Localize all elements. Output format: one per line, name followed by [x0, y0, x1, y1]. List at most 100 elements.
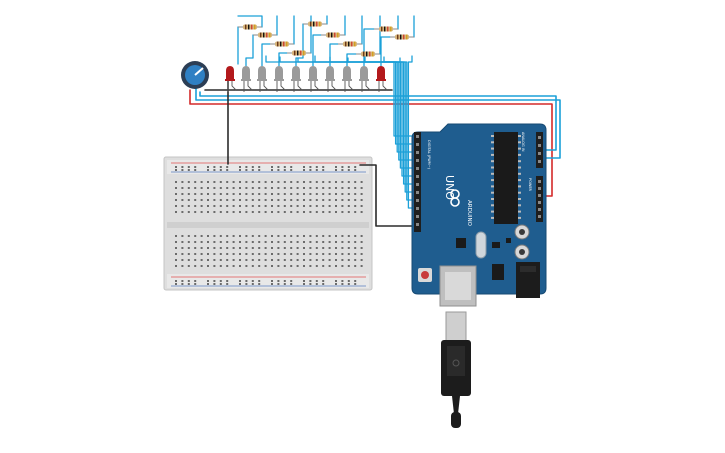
breadboard-hole[interactable] — [181, 235, 184, 237]
rail-hole[interactable] — [290, 280, 293, 282]
breadboard-hole[interactable] — [315, 205, 318, 207]
rail-hole[interactable] — [283, 280, 286, 282]
wire-ground-rail[interactable] — [204, 79, 393, 91]
rail-hole[interactable] — [347, 166, 350, 168]
breadboard-hole[interactable] — [341, 235, 344, 237]
rail-hole[interactable] — [251, 169, 254, 171]
led-body[interactable] — [258, 66, 266, 80]
breadboard-hole[interactable] — [232, 199, 235, 201]
breadboard-hole[interactable] — [226, 253, 229, 255]
breadboard-hole[interactable] — [296, 259, 299, 261]
breadboard-hole[interactable] — [232, 253, 235, 255]
breadboard-hole[interactable] — [315, 247, 318, 249]
breadboard-hole[interactable] — [245, 259, 248, 261]
breadboard-hole[interactable] — [232, 187, 235, 189]
led-body[interactable] — [226, 66, 234, 80]
breadboard-hole[interactable] — [271, 247, 273, 249]
resistor-body[interactable] — [292, 50, 306, 56]
rail-hole[interactable] — [187, 169, 190, 171]
rail-hole[interactable] — [354, 280, 357, 282]
breadboard-hole[interactable] — [341, 265, 344, 267]
rail-hole[interactable] — [239, 166, 241, 168]
digital-pin[interactable] — [416, 151, 419, 154]
breadboard-hole[interactable] — [258, 265, 261, 267]
breadboard-hole[interactable] — [219, 199, 222, 201]
resistor[interactable] — [321, 32, 345, 38]
breadboard-hole[interactable] — [200, 247, 203, 249]
breadboard-hole[interactable] — [322, 259, 325, 261]
rail-hole[interactable] — [290, 169, 293, 171]
breadboard-hole[interactable] — [187, 199, 190, 201]
breadboard-hole[interactable] — [290, 235, 293, 237]
breadboard-hole[interactable] — [239, 211, 241, 213]
breadboard-hole[interactable] — [322, 187, 325, 189]
rail-hole[interactable] — [341, 166, 344, 168]
breadboard-hole[interactable] — [309, 265, 312, 267]
breadboard-hole[interactable] — [328, 265, 331, 267]
breadboard-hole[interactable] — [271, 205, 273, 207]
led[interactable] — [359, 66, 371, 92]
breadboard-hole[interactable] — [347, 265, 350, 267]
breadboard-hole[interactable] — [181, 253, 184, 255]
digital-pins[interactable] — [416, 135, 419, 226]
breadboard-hole[interactable] — [251, 205, 254, 207]
signal-wire[interactable] — [407, 55, 415, 209]
breadboard-hole[interactable] — [194, 211, 197, 213]
rail-hole[interactable] — [322, 280, 325, 282]
breadboard-hole[interactable] — [360, 253, 363, 255]
breadboard-hole[interactable] — [360, 247, 363, 249]
breadboard-hole[interactable] — [347, 205, 350, 207]
rail-hole[interactable] — [181, 169, 184, 171]
breadboard-hole[interactable] — [290, 187, 293, 189]
breadboard-hole[interactable] — [328, 211, 331, 213]
breadboard-hole[interactable] — [341, 259, 344, 261]
breadboard-hole[interactable] — [207, 241, 209, 243]
rail-hole[interactable] — [245, 283, 248, 285]
breadboard-hole[interactable] — [303, 253, 305, 255]
breadboard-hole[interactable] — [354, 265, 357, 267]
breadboard-hole[interactable] — [258, 241, 261, 243]
breadboard-hole[interactable] — [245, 181, 248, 183]
breadboard-hole[interactable] — [283, 259, 286, 261]
breadboard-hole[interactable] — [290, 241, 293, 243]
breadboard-hole[interactable] — [290, 199, 293, 201]
rail-hole[interactable] — [335, 280, 337, 282]
rail-hole[interactable] — [239, 283, 241, 285]
rail-hole[interactable] — [194, 280, 197, 282]
breadboard-hole[interactable] — [251, 199, 254, 201]
rail-hole[interactable] — [271, 280, 273, 282]
breadboard-hole[interactable] — [187, 259, 190, 261]
breadboard-hole[interactable] — [175, 187, 177, 189]
breadboard-hole[interactable] — [271, 265, 273, 267]
breadboard-hole[interactable] — [213, 199, 216, 201]
breadboard-hole[interactable] — [271, 187, 273, 189]
breadboard-hole[interactable] — [354, 181, 357, 183]
breadboard-hole[interactable] — [328, 187, 331, 189]
signal-wires[interactable] — [265, 55, 415, 209]
rail-hole[interactable] — [322, 169, 325, 171]
breadboard-hole[interactable] — [226, 187, 229, 189]
rail-hole[interactable] — [347, 283, 350, 285]
breadboard-hole[interactable] — [277, 187, 280, 189]
breadboard-hole[interactable] — [335, 265, 337, 267]
breadboard-hole[interactable] — [207, 199, 209, 201]
breadboard-hole[interactable] — [239, 253, 241, 255]
analog-pin[interactable] — [538, 136, 541, 139]
breadboard-hole[interactable] — [213, 181, 216, 183]
breadboard-hole[interactable] — [239, 193, 241, 195]
breadboard-hole[interactable] — [290, 247, 293, 249]
rail-hole[interactable] — [207, 280, 209, 282]
breadboard-hole[interactable] — [277, 241, 280, 243]
rail-hole[interactable] — [251, 166, 254, 168]
led[interactable] — [225, 66, 237, 92]
breadboard-hole[interactable] — [303, 181, 305, 183]
breadboard-hole[interactable] — [315, 199, 318, 201]
breadboard-hole[interactable] — [283, 199, 286, 201]
breadboard-hole[interactable] — [245, 205, 248, 207]
power-pin[interactable] — [538, 215, 541, 218]
breadboard-hole[interactable] — [303, 205, 305, 207]
breadboard-hole[interactable] — [239, 235, 241, 237]
rail-hole[interactable] — [239, 169, 241, 171]
breadboard-hole[interactable] — [251, 241, 254, 243]
breadboard-hole[interactable] — [322, 265, 325, 267]
